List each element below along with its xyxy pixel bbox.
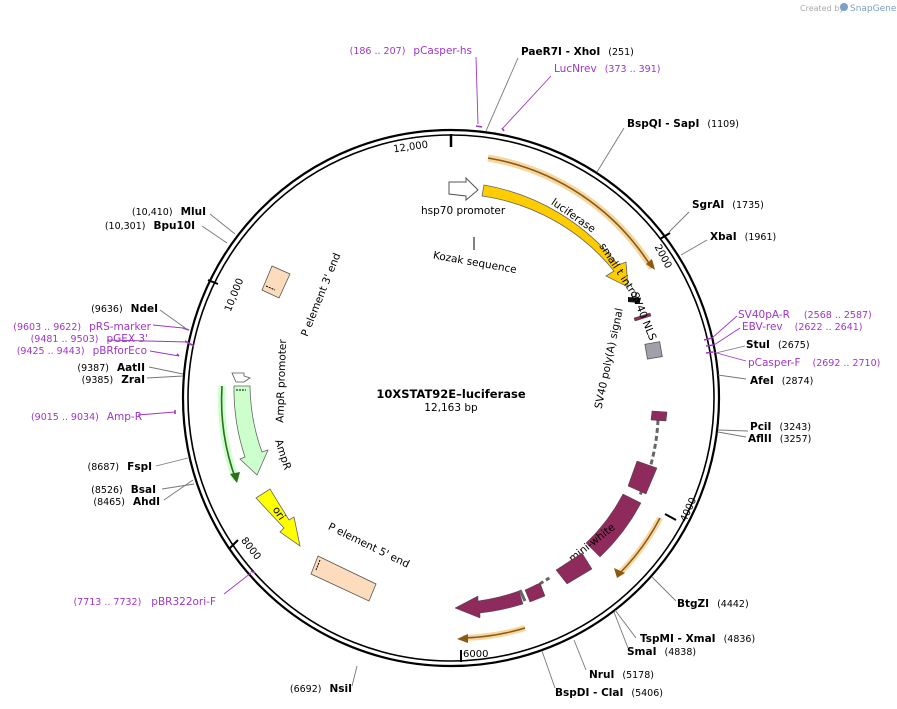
enzyme-label-aflii: AflII(3257) xyxy=(748,433,811,445)
enzyme-label-bspdi: BspDI - ClaI(5406) xyxy=(555,687,663,699)
enzyme-label-pcii: PciI(3243) xyxy=(750,421,811,433)
position-ticks xyxy=(207,134,677,662)
hsp70-promoter-arrow xyxy=(448,176,479,202)
primer-mark-pcasper-hs xyxy=(475,125,483,128)
primer-label-pbrforeco: (9425 .. 9443)pBRforEco xyxy=(17,345,147,357)
p-element-5-marker xyxy=(315,559,321,571)
kozak-sequence-label: Kozak sequence xyxy=(432,250,518,277)
ampr-arrow xyxy=(233,385,269,476)
sv40-nls-box xyxy=(644,341,663,360)
primer-label-sv40pa-r: SV40pA-R(2568 .. 2587) xyxy=(738,309,872,321)
tick-mark-8000 xyxy=(229,539,239,549)
primer-label-ebv-rev: EBV-rev(2622 .. 2641) xyxy=(742,321,863,333)
mini-white-cds-1 xyxy=(619,517,661,574)
enzyme-label-bpu10i: (10,301)Bpu10I xyxy=(105,220,195,232)
tick-mark-10000 xyxy=(207,279,219,285)
mini-white-exon-2 xyxy=(627,460,658,495)
ampr-cds-arc xyxy=(220,385,237,481)
primer-label-pcasper-f: pCasper-F(2692 .. 2710) xyxy=(748,357,880,369)
plasmid-length: 12,163 bp xyxy=(424,402,478,414)
luciferase-cds-arc xyxy=(487,157,653,269)
p-element-5-box xyxy=(310,555,377,602)
enzyme-label-ndei: (9636)NdeI xyxy=(91,303,158,315)
hsp70-promoter-label: hsp70 promoter xyxy=(421,205,506,217)
enzyme-label-btgzi: BtgZI(4442) xyxy=(677,598,749,610)
enzyme-label-fspi: (8687)FspI xyxy=(88,461,152,473)
enzyme-label-smai: SmaI(4838) xyxy=(627,646,696,658)
enzyme-label-paer7i: PaeR7I - XhoI(251) xyxy=(521,46,634,58)
mini-white-intron-3 xyxy=(518,589,527,602)
enzyme-label-ahdi: (8465)AhdI xyxy=(93,496,160,508)
primer-label-pcasper-hs: (186 .. 207)pCasper-hs xyxy=(350,45,472,57)
primer-mark-sv40pa-r xyxy=(703,337,713,341)
mini-white-exon-4 xyxy=(555,552,593,585)
enzyme-label-stui: StuI(2675) xyxy=(746,339,810,351)
mini-white-exon-3 xyxy=(585,493,642,558)
enzyme-label-xbai: XbaI(1961) xyxy=(710,231,776,243)
luciferase-cds-arrowhead xyxy=(646,259,655,270)
backbone-outer xyxy=(181,128,721,668)
ampr-label: AmpR xyxy=(272,438,293,472)
enzyme-label-zrai: (9385)ZraI xyxy=(82,374,145,386)
ori-arrow xyxy=(255,488,301,547)
sv40-polya-label: SV40 poly(A) signal xyxy=(593,307,626,410)
tick-mark-4000 xyxy=(664,513,677,521)
enzyme-label-bsai: (8526)BsaI xyxy=(91,484,156,496)
mini-white-intron-2 xyxy=(527,575,552,593)
mini-white-cds-1-arrowhead xyxy=(614,568,625,578)
p-element-3-marker xyxy=(265,285,276,291)
p-element-5-label: P element 5' end xyxy=(326,521,411,571)
ampr-promoter-label: AmpR promoter xyxy=(274,338,289,422)
primer-mark-pcasper-f xyxy=(705,351,714,354)
enzyme-label-nrui: NruI(5178) xyxy=(589,669,654,681)
p-element-3-box xyxy=(261,265,291,299)
enzyme-leaders xyxy=(146,57,749,689)
p-element-3-label: P element 3' end xyxy=(299,251,343,338)
primer-mark-ebv-rev xyxy=(705,344,715,347)
ampr-promoter-arrow xyxy=(231,372,251,383)
enzyme-label-bspqi: BspQI - SapI(1109) xyxy=(627,118,739,130)
tick-label-10000: 10,000 xyxy=(223,277,246,314)
small-t-intron-marker xyxy=(628,297,640,303)
ampr-cds-arrowhead xyxy=(230,472,240,483)
mini-white-cds-highlight-2 xyxy=(462,625,526,641)
luciferase-arrow xyxy=(481,184,629,288)
credit-brand: SnapGene xyxy=(850,4,897,14)
tick-label-12000: 12,000 xyxy=(393,140,429,156)
small-t-intron-cds xyxy=(633,312,652,322)
enzyme-label-afei: AfeI(2874) xyxy=(750,375,813,387)
plasmid-name: 10XSTAT92E–luciferase xyxy=(376,387,526,401)
primer-label-ampr: (9015 .. 9034)Amp-R xyxy=(31,411,142,423)
tick-label-6000: 6000 xyxy=(463,649,488,660)
mini-white-exon-5 xyxy=(524,582,546,603)
mini-white-exon-1 xyxy=(650,410,668,422)
enzyme-label-tspmi: TspMI - XmaI(4836) xyxy=(640,633,755,645)
enzyme-label-sgrai: SgrAI(1735) xyxy=(692,199,764,211)
credit-prefix: Created by xyxy=(800,4,844,13)
primer-label-pbr322ori-f: (7713 .. 7732)pBR322ori-F xyxy=(73,596,216,608)
primer-label-lucnrev: LucNrev(373 .. 391) xyxy=(554,63,660,75)
snapgene-logo-icon xyxy=(840,3,848,11)
primer-leaders xyxy=(106,56,747,595)
enzyme-label-nsii: (6692)NsiI xyxy=(290,683,352,695)
primer-mark-pbr322ori-f xyxy=(250,570,256,574)
tick-label-4000: 4000 xyxy=(679,496,699,524)
primer-mark-lucnrev xyxy=(501,127,505,132)
tick-label-2000: 2000 xyxy=(652,243,674,271)
tick-mark-2000 xyxy=(659,232,671,240)
primer-label-pgex3: (9481 .. 9503)pGEX 3' xyxy=(31,333,148,345)
enzyme-label-aatii: (9387)AatII xyxy=(77,362,145,374)
primer-label-prs-marker: (9603 .. 9622)pRS-marker xyxy=(13,321,151,333)
enzyme-label-mlui: (10,410)MluI xyxy=(132,206,206,218)
mini-white-arrow xyxy=(454,590,524,619)
sv40-nls-label: SV40 NLS xyxy=(628,291,658,343)
mini-white-cds-2-arrowhead xyxy=(457,634,468,643)
